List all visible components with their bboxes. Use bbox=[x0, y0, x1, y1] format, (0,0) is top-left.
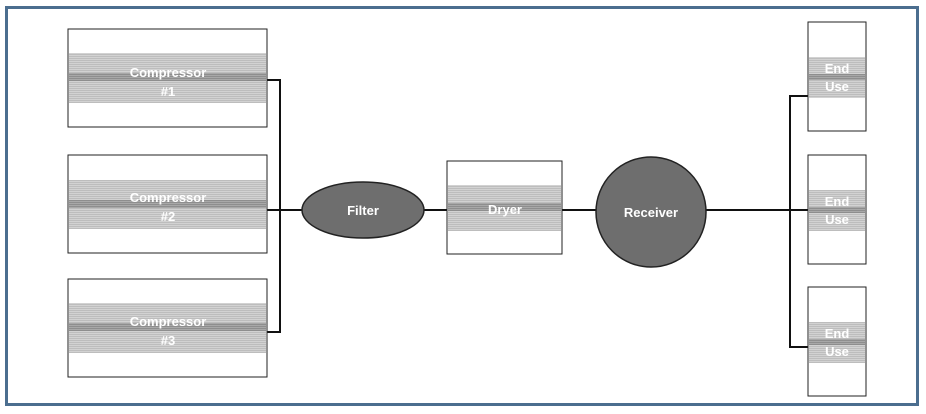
compressor-3-label-line1: Compressor bbox=[130, 314, 207, 329]
compressor-2-label-line2: #2 bbox=[161, 209, 175, 224]
dryer-label: Dryer bbox=[488, 202, 522, 217]
compressor-1-label-line1: Compressor bbox=[130, 65, 207, 80]
end-use-2: End Use bbox=[807, 154, 867, 265]
compressor-2: Compressor #2 bbox=[67, 154, 268, 254]
end-use-3-label-line1: End bbox=[825, 326, 850, 341]
dryer-node: Dryer bbox=[446, 160, 563, 255]
compressor-1: Compressor #1 bbox=[67, 28, 268, 128]
end-use-2-label-line2: Use bbox=[825, 212, 849, 227]
compressor-1-label-line2: #1 bbox=[161, 84, 175, 99]
end-use-1-label-line2: Use bbox=[825, 79, 849, 94]
end-use-2-label-line1: End bbox=[825, 194, 850, 209]
filter-label: Filter bbox=[347, 203, 379, 218]
filter-node: Filter bbox=[301, 181, 425, 239]
compressor-2-label-line1: Compressor bbox=[130, 190, 207, 205]
compressor-1-connector bbox=[267, 79, 281, 333]
end-use-1-label-line1: End bbox=[825, 61, 850, 76]
receiver-node: Receiver bbox=[595, 156, 707, 268]
connector-lines bbox=[267, 79, 808, 348]
end-use-3: End Use bbox=[807, 286, 867, 397]
enduse-bus bbox=[789, 95, 808, 348]
end-use-1: End Use bbox=[807, 21, 867, 132]
receiver-label: Receiver bbox=[624, 205, 678, 220]
compressor-3-label-line2: #3 bbox=[161, 333, 175, 348]
compressor-3: Compressor #3 bbox=[67, 278, 268, 378]
end-use-3-label-line2: Use bbox=[825, 344, 849, 359]
